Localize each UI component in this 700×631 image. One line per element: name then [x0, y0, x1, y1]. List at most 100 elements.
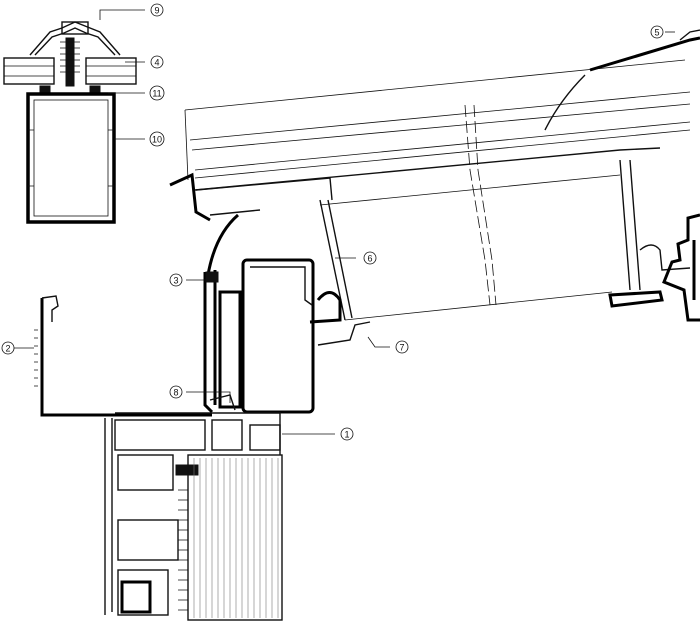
right-profile [662, 213, 700, 322]
ridge-profile [589, 36, 700, 72]
glass-line-1 [189, 91, 691, 141]
screw-shank [65, 37, 75, 87]
callout-10: 10 [149, 131, 165, 147]
profile-left-wall [203, 272, 214, 414]
curved-cover [206, 213, 239, 276]
callout-label: 11 [152, 89, 161, 99]
callout-circle [340, 427, 354, 441]
sash-chamber-2 [117, 519, 179, 561]
callout-circle [650, 25, 664, 39]
sash-insert [120, 580, 152, 614]
callout-label: 4 [154, 58, 159, 68]
callout-9: 9 [150, 3, 164, 17]
eaves-drip [209, 209, 261, 216]
mullion-inner [33, 99, 109, 217]
gasket-right [89, 85, 101, 93]
callout-circle [150, 3, 164, 17]
sash-chamber-3 [117, 569, 169, 616]
glass-hatch [193, 458, 279, 618]
screw-head-3 [205, 271, 219, 283]
ridge-gasket [544, 74, 586, 131]
glass-line-2 [191, 103, 691, 151]
callout-label: 6 [367, 254, 372, 264]
right-base [608, 290, 664, 308]
frame-chamber-3 [249, 424, 281, 451]
leaders [14, 9, 675, 435]
callout-6: 6 [363, 251, 377, 265]
frame-chamber-1 [114, 419, 206, 451]
callout-label: 9 [154, 6, 159, 16]
glass-left-lines [4, 65, 54, 77]
callout-circle [363, 251, 377, 265]
leader-7 [367, 336, 390, 348]
leader-8 [186, 391, 231, 403]
callout-circle [149, 131, 165, 147]
callout-label: 5 [654, 28, 659, 38]
callout-label: 7 [399, 343, 404, 353]
glass-line-3 [194, 121, 691, 171]
frame-top [115, 412, 281, 455]
callout-11: 11 [149, 85, 165, 101]
callout-5: 5 [650, 25, 664, 39]
lower-panel-bottom [344, 291, 613, 321]
callout-label: 8 [173, 388, 178, 398]
sloped-glazing [169, 29, 700, 322]
ridge-cap [679, 29, 700, 41]
mullion-box [26, 92, 116, 224]
callout-label: 1 [344, 430, 349, 440]
callout-label: 2 [5, 344, 10, 354]
leader-9 [99, 9, 145, 20]
sash-chamber-1 [117, 454, 174, 491]
cap-top [61, 21, 89, 35]
callout-circle [169, 385, 183, 399]
mullion-ribs [28, 129, 114, 187]
profile-hook [309, 291, 342, 324]
callout-circle [150, 55, 164, 69]
break-line-1 [464, 104, 491, 306]
callout-circle [1, 341, 15, 355]
glass-left [3, 57, 55, 85]
eaves-profile [169, 172, 211, 222]
callout-label: 3 [173, 276, 178, 286]
glass-right-lines [86, 65, 136, 77]
glass-end [184, 109, 189, 181]
angle-teeth [34, 329, 38, 387]
cap-profile [29, 21, 121, 56]
glass-line-4 [194, 129, 691, 179]
inset-detail [3, 21, 137, 224]
frame-knurl [178, 489, 188, 611]
callout-1: 1 [340, 427, 354, 441]
callout-4: 4 [150, 55, 164, 69]
lower-panel-top [319, 174, 621, 206]
right-transom [619, 159, 641, 291]
screw-threads [60, 41, 80, 73]
glass-right [85, 57, 137, 85]
callout-label: 10 [152, 135, 162, 145]
frame-gasket [175, 464, 199, 476]
profile-seal [317, 321, 371, 346]
frame-chamber-2 [211, 419, 243, 451]
left-angle [34, 295, 212, 417]
profile-chamber [218, 290, 242, 409]
eaves-top [195, 177, 333, 201]
angle-profile [40, 298, 212, 417]
callout-circle [169, 273, 183, 287]
callout-7: 7 [395, 340, 409, 354]
glass-top-edge [184, 59, 686, 111]
callout-circle [149, 85, 165, 101]
profile-inner [250, 266, 313, 306]
profile-main-box [241, 258, 315, 414]
window-frame [104, 412, 283, 621]
glass-bottom [194, 147, 661, 191]
angle-lip [41, 295, 59, 322]
central-profile [203, 258, 371, 414]
glass-fill [187, 454, 283, 621]
panel-left-edge-2 [327, 199, 353, 319]
right-hook [639, 244, 691, 271]
cap-profile-inner [34, 27, 116, 56]
callout-3: 3 [169, 273, 183, 287]
callout-8: 8 [169, 385, 183, 399]
break-line-2 [473, 104, 497, 306]
